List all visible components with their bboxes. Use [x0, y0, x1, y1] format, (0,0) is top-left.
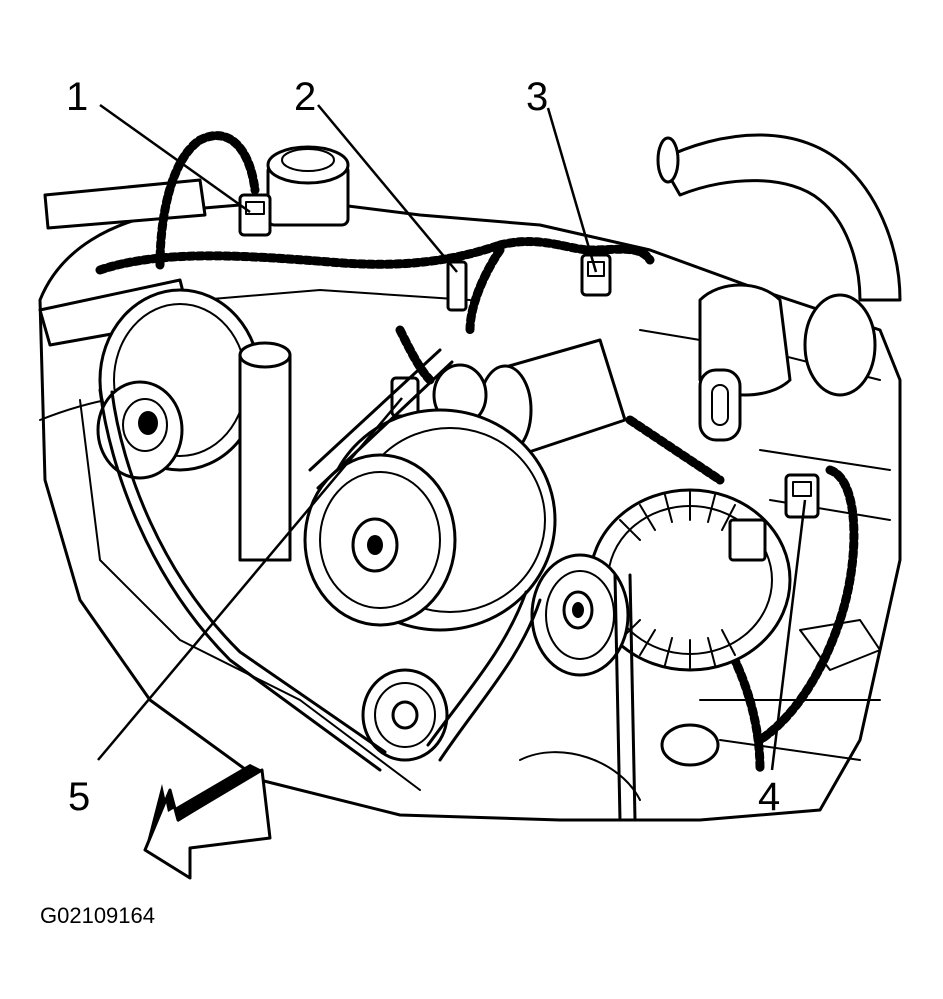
callout-number-1: 1 [66, 75, 88, 119]
water-pump-pulley [96, 288, 262, 480]
connector-4 [784, 473, 820, 519]
intake-tube [238, 341, 292, 562]
callout-number-4: 4 [758, 775, 780, 819]
callout-leaders [97, 103, 807, 771]
callout-number-5: 5 [68, 775, 90, 819]
idler-pulley [361, 668, 449, 762]
leader-line-5 [97, 397, 403, 761]
connector-1 [238, 193, 272, 237]
crankshaft-pulley [530, 553, 630, 677]
oil-filler-cap [266, 145, 350, 227]
leader-line-4 [770, 499, 807, 771]
front-direction-arrow-icon [143, 764, 272, 880]
figure-id: G02109164 [40, 903, 155, 928]
upper-radiator-hose [656, 133, 902, 442]
callout-number-2: 2 [294, 75, 316, 119]
callout-number-3: 3 [526, 75, 548, 119]
lower-bracket [79, 399, 881, 801]
leader-line-1 [99, 103, 251, 214]
wiring-harness [95, 131, 859, 775]
connector-3 [580, 253, 612, 297]
ac-compressor-pulley [303, 408, 557, 632]
drive-belt [98, 348, 637, 822]
connector-2 [446, 260, 468, 312]
leader-line-3 [546, 107, 598, 273]
leader-line-2 [317, 104, 458, 273]
